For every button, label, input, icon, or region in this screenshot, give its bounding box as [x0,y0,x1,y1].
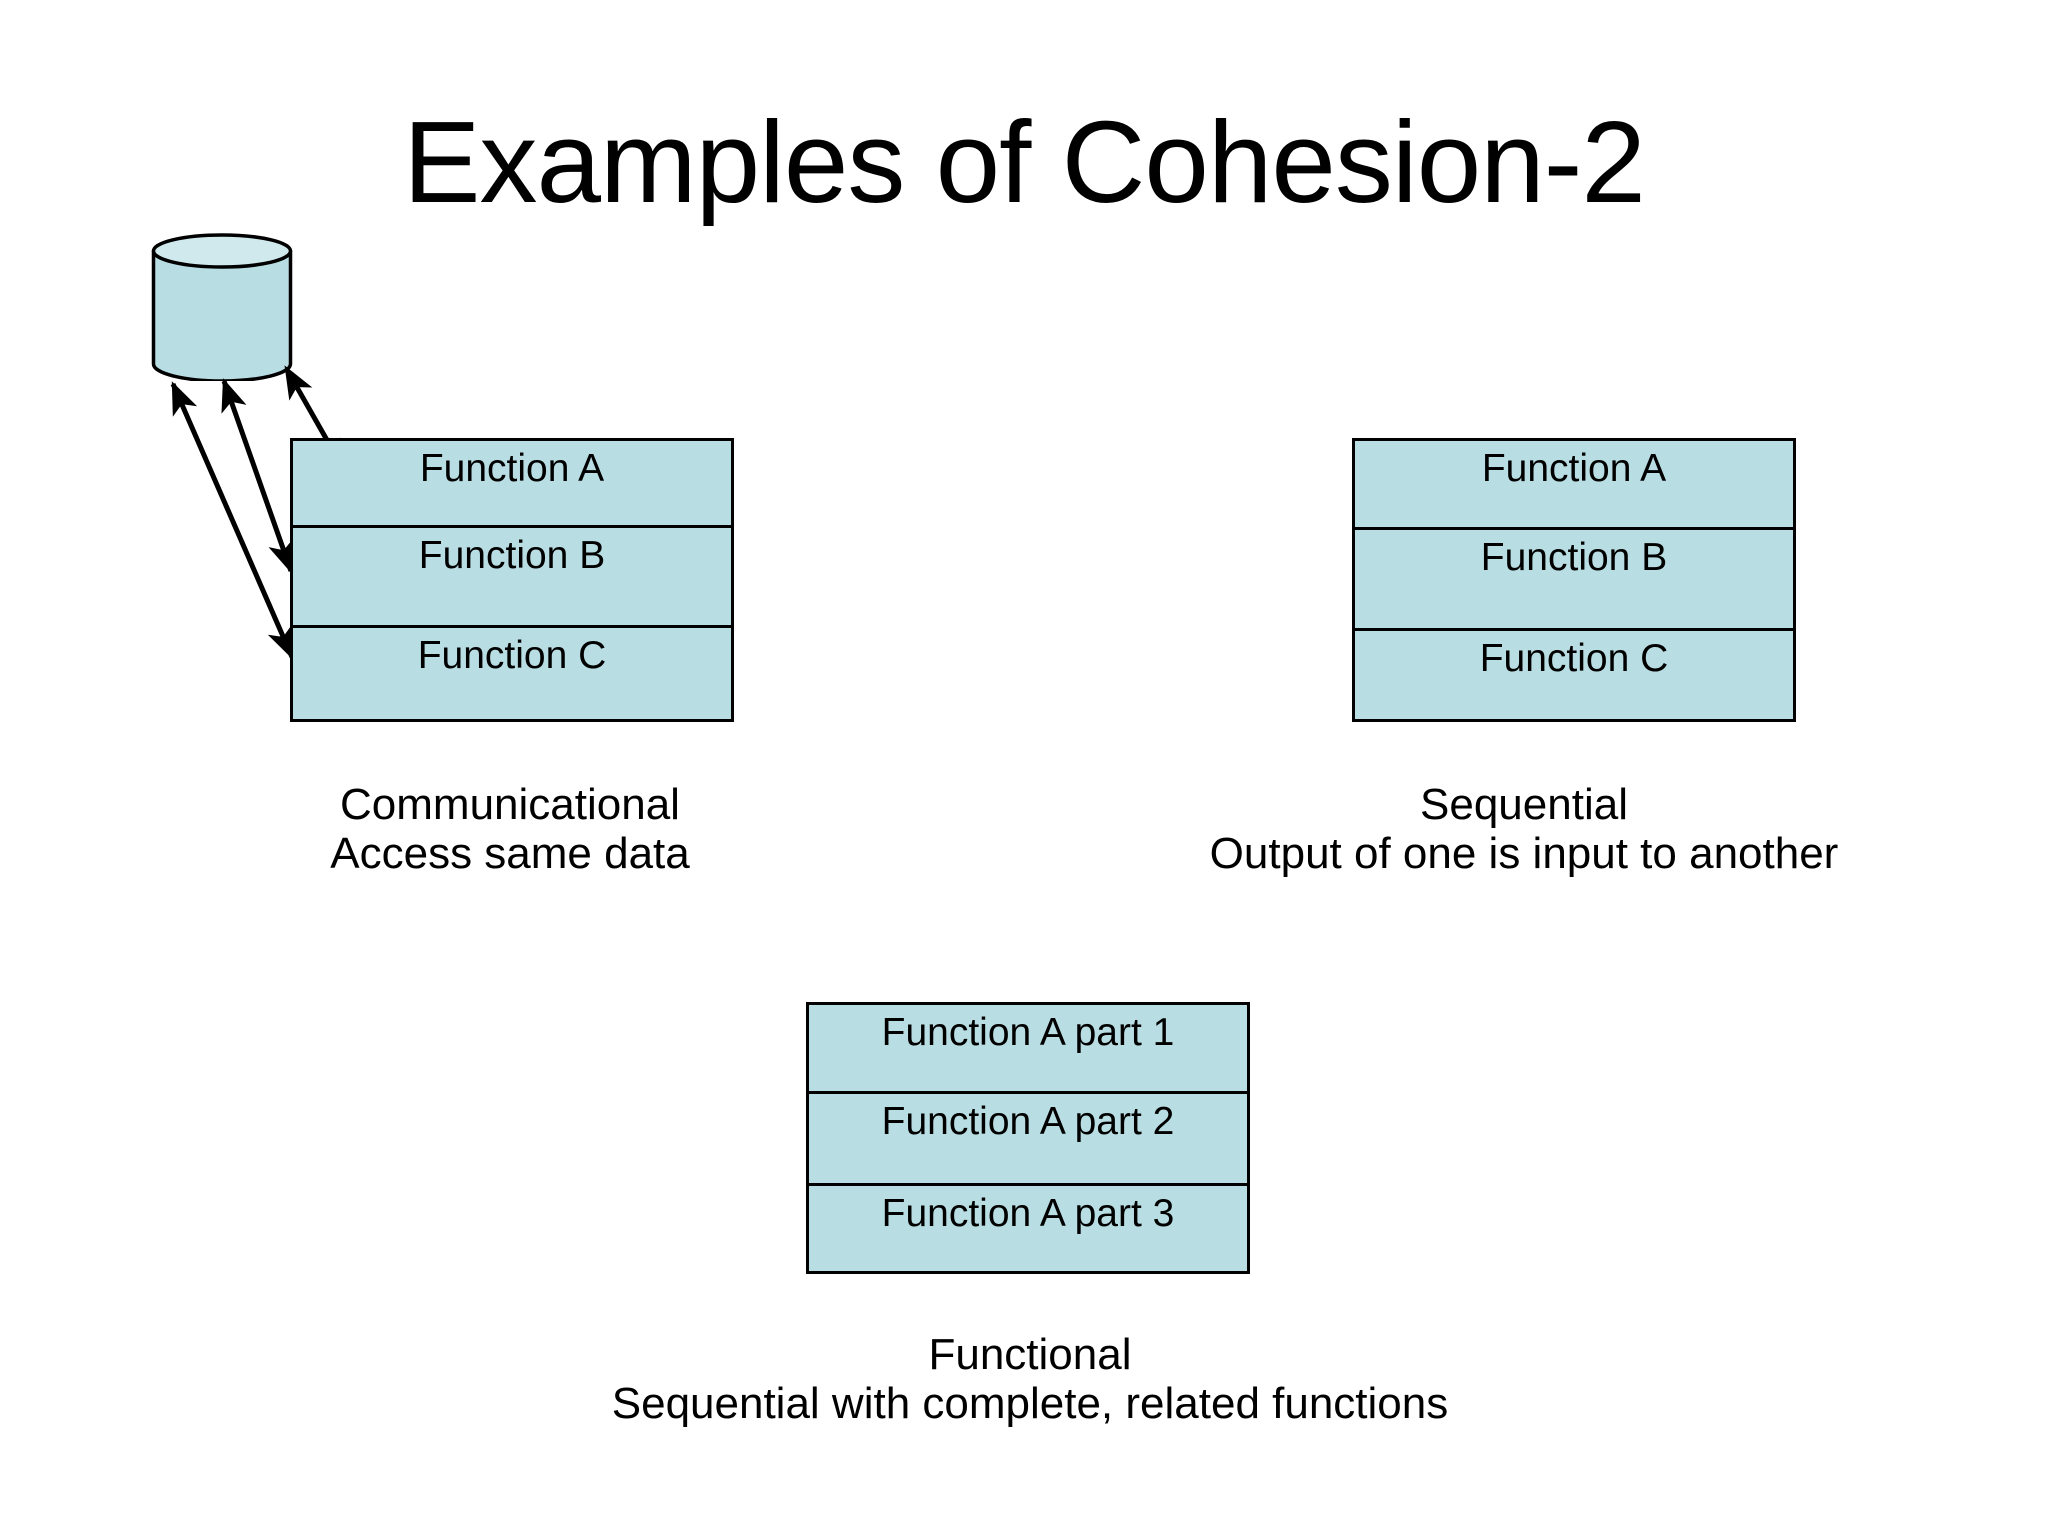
function-box[interactable]: Function A part 1 [809,1005,1247,1091]
caption-functional: Functional Sequential with complete, rel… [400,1330,1660,1429]
function-box[interactable]: Function C [1355,628,1793,719]
arrow-db-function-c [170,381,295,660]
function-box[interactable]: Function B [1355,527,1793,628]
function-box-label: Function A part 2 [881,1100,1175,1143]
function-box[interactable]: Function B [293,525,731,625]
caption-subtitle: Access same data [330,829,690,879]
database-cylinder-svg [151,233,293,383]
page-title: Examples of Cohesion-2 [403,97,1646,227]
function-box-label: Function A [419,447,605,490]
function-box-label: Function B [1480,536,1668,579]
function-box[interactable]: Function A part 3 [809,1183,1247,1271]
function-box[interactable]: Function C [293,625,731,719]
function-stack-functional: Function A part 1 Function A part 2 Func… [806,1002,1250,1274]
caption-sequential: Sequential Output of one is input to ano… [1000,780,2048,879]
function-box-label: Function B [418,534,606,577]
caption-subtitle: Sequential with complete, related functi… [611,1379,1449,1429]
caption-title: Sequential [1420,780,1628,829]
function-stack-sequential: Function A Function B Function C [1352,438,1796,722]
caption-title: Communicational [340,780,680,829]
function-box[interactable]: Function A [1355,441,1793,527]
function-box-label: Function C [1479,637,1669,680]
function-box[interactable]: Function A part 2 [809,1091,1247,1183]
arrow-db-function-b [221,378,294,574]
function-stack-communicational: Function A Function B Function C [290,438,734,722]
function-box-label: Function A [1481,447,1667,490]
database-cylinder-icon [150,233,295,383]
caption-title: Functional [928,1330,1132,1379]
function-box-label: Function C [417,634,607,677]
function-box-label: Function A part 3 [881,1192,1175,1235]
caption-subtitle: Output of one is input to another [1209,829,1839,879]
function-box-label: Function A part 1 [881,1011,1175,1054]
caption-communicational: Communicational Access same data [130,780,890,879]
function-box[interactable]: Function A [293,441,731,525]
